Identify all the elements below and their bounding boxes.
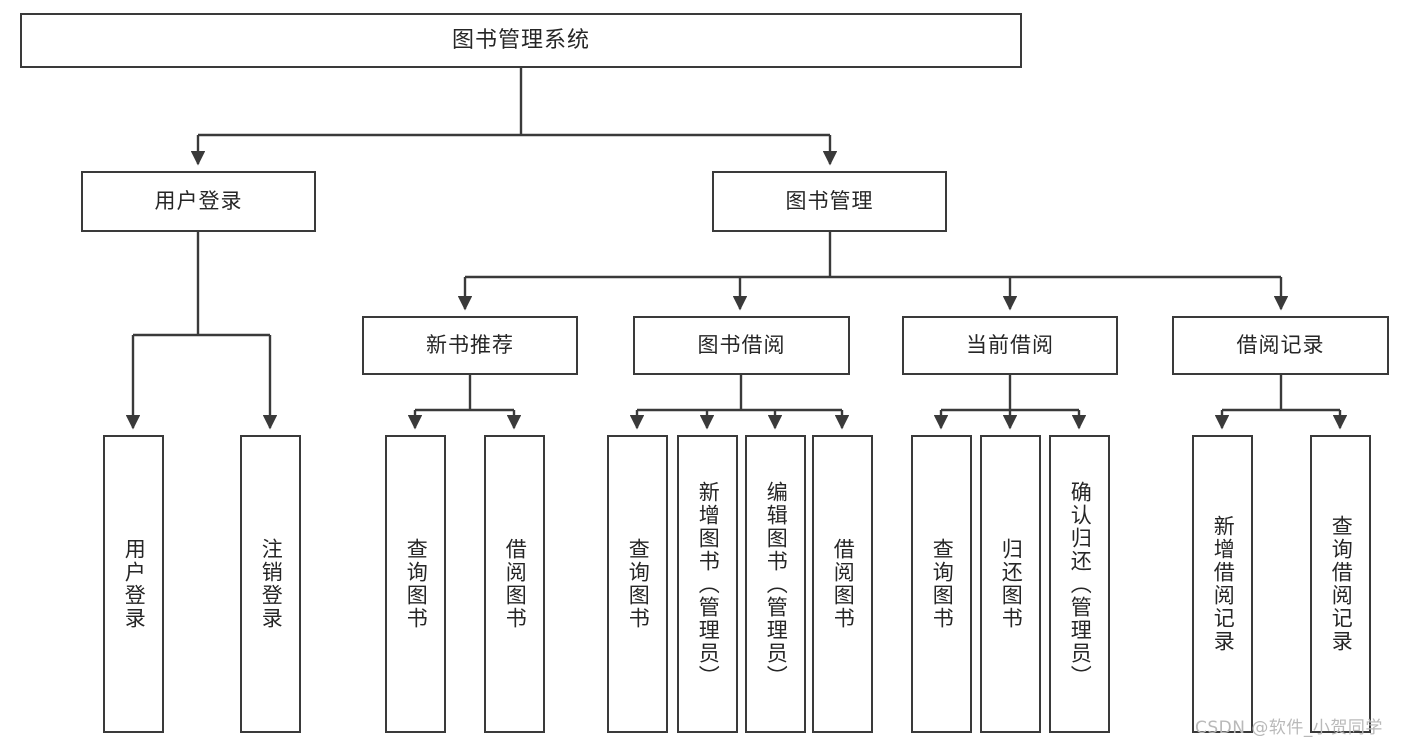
node-label: 新增图书（管理员） [696, 480, 721, 688]
leaf-user-login[interactable]: 用户登录 [103, 435, 164, 733]
leaf-query-book-current[interactable]: 查询图书 [911, 435, 972, 733]
node-label: 新书推荐 [426, 333, 514, 358]
node-label: 查询图书 [930, 538, 955, 630]
node-book-management[interactable]: 图书管理 [712, 171, 947, 232]
leaf-borrow-book-new-recommend[interactable]: 借阅图书 [484, 435, 545, 733]
node-label: 查询图书 [626, 538, 651, 630]
node-label: 借阅图书 [503, 538, 528, 630]
leaf-add-book-admin[interactable]: 新增图书（管理员） [677, 435, 738, 733]
node-label: 注销登录 [259, 538, 284, 630]
node-label: 归还图书 [999, 538, 1024, 630]
leaf-query-book-borrow[interactable]: 查询图书 [607, 435, 668, 733]
leaf-confirm-return-admin[interactable]: 确认归还（管理员） [1049, 435, 1110, 733]
node-label: 确认归还（管理员） [1068, 480, 1093, 688]
node-current-borrow[interactable]: 当前借阅 [902, 316, 1118, 375]
node-borrow-record[interactable]: 借阅记录 [1172, 316, 1389, 375]
leaf-add-borrow-record[interactable]: 新增借阅记录 [1192, 435, 1253, 733]
leaf-query-book-new-recommend[interactable]: 查询图书 [385, 435, 446, 733]
node-book-borrow[interactable]: 图书借阅 [633, 316, 850, 375]
node-root-book-management-system[interactable]: 图书管理系统 [20, 13, 1022, 68]
node-label: 编辑图书（管理员） [764, 480, 789, 688]
node-label: 图书管理 [785, 189, 874, 214]
leaf-query-borrow-record[interactable]: 查询借阅记录 [1310, 435, 1371, 733]
node-label: 用户登录 [122, 538, 147, 630]
node-user-login[interactable]: 用户登录 [81, 171, 316, 232]
node-label: 图书借阅 [697, 333, 786, 358]
leaf-return-book[interactable]: 归还图书 [980, 435, 1041, 733]
leaf-borrow-book-borrow[interactable]: 借阅图书 [812, 435, 873, 733]
node-label: 查询借阅记录 [1329, 515, 1354, 653]
leaf-edit-book-admin[interactable]: 编辑图书（管理员） [745, 435, 806, 733]
csdn-watermark: CSDN @软件_小贺同学 [1195, 718, 1383, 738]
node-label: 借阅记录 [1236, 333, 1325, 358]
node-label: 新增借阅记录 [1211, 515, 1236, 653]
node-label: 图书管理系统 [451, 27, 590, 53]
leaf-user-logout[interactable]: 注销登录 [240, 435, 301, 733]
node-label: 用户登录 [154, 189, 243, 214]
node-new-book-recommend[interactable]: 新书推荐 [362, 316, 578, 375]
node-label: 借阅图书 [831, 538, 856, 630]
node-label: 查询图书 [404, 538, 429, 630]
node-label: 当前借阅 [966, 333, 1054, 358]
